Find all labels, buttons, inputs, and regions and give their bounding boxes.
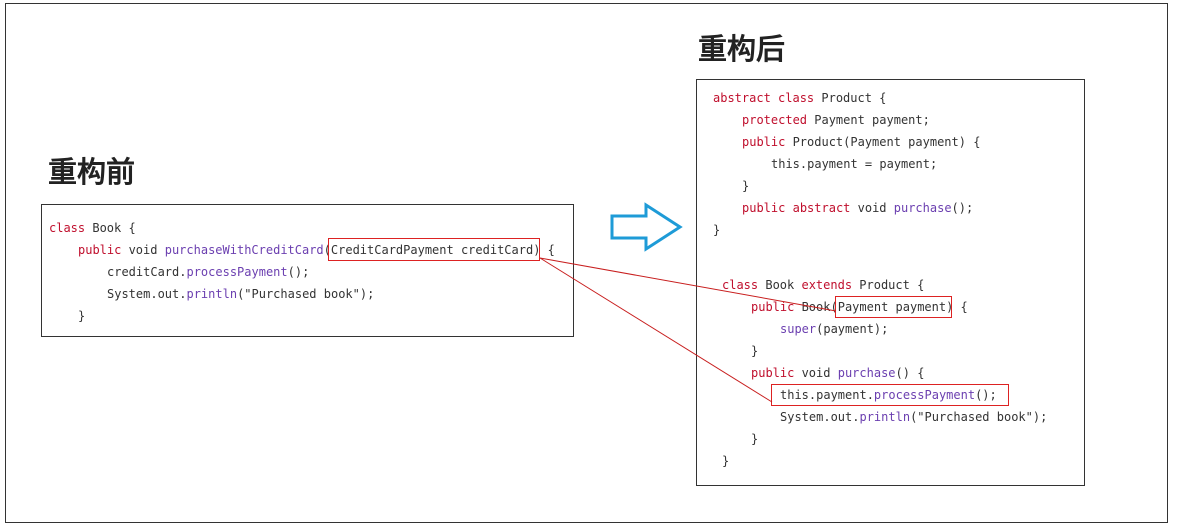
code-line: System.out.println("Purchased book"); bbox=[107, 283, 374, 305]
code-text: System.out. bbox=[780, 410, 860, 424]
before-title: 重构前 bbox=[48, 155, 136, 189]
code-text: creditCard. bbox=[107, 265, 187, 279]
code-line: class Book { bbox=[49, 217, 136, 239]
code-line: this.payment.processPayment(); bbox=[780, 384, 997, 406]
code-text: } bbox=[713, 223, 721, 237]
code-function: processPayment bbox=[186, 265, 288, 279]
code-keyword: protected bbox=[742, 113, 808, 127]
code-keyword: extends bbox=[801, 278, 853, 292]
code-text: ) { bbox=[946, 300, 968, 314]
code-text: } bbox=[751, 344, 759, 358]
code-text: (); bbox=[975, 388, 997, 402]
code-keyword: public bbox=[78, 243, 122, 257]
code-text: (); bbox=[951, 201, 974, 215]
after-code-box bbox=[696, 79, 1085, 486]
highlight-payment-param bbox=[835, 296, 952, 318]
highlight-credit-card-param bbox=[328, 238, 540, 261]
code-line: super(payment); bbox=[780, 318, 888, 340]
code-function: purchase bbox=[837, 366, 896, 380]
code-function: super bbox=[780, 322, 817, 336]
code-text: ("Purchased book"); bbox=[237, 287, 375, 301]
code-keyword: class bbox=[722, 278, 759, 292]
code-text: Book { bbox=[85, 221, 136, 235]
code-keyword: public bbox=[742, 135, 786, 149]
code-keyword: class bbox=[778, 91, 815, 105]
code-line: System.out.println("Purchased book"); bbox=[780, 406, 1047, 428]
code-text: Book bbox=[758, 278, 802, 292]
code-line: class Book extends Product { bbox=[722, 274, 924, 296]
code-line: } bbox=[713, 219, 720, 241]
code-text: Product(Payment payment) { bbox=[785, 135, 981, 149]
after-title: 重构后 bbox=[698, 32, 786, 66]
code-text: } bbox=[742, 179, 750, 193]
code-line: } bbox=[751, 428, 758, 450]
code-text: ( bbox=[323, 243, 331, 257]
code-param: Payment payment bbox=[837, 300, 947, 314]
code-text: void bbox=[850, 201, 894, 215]
code-text: } bbox=[78, 309, 86, 323]
code-text: (); bbox=[287, 265, 310, 279]
code-param: CreditCardPayment creditCard bbox=[330, 243, 534, 257]
code-keyword: class bbox=[49, 221, 86, 235]
code-text: System.out. bbox=[107, 287, 187, 301]
code-keyword: public bbox=[742, 201, 786, 215]
code-line: public abstract void purchase(); bbox=[742, 197, 973, 219]
code-line: } bbox=[751, 340, 758, 362]
code-keyword: abstract bbox=[713, 91, 771, 105]
code-line: this.payment = payment; bbox=[771, 153, 937, 175]
code-function: purchaseWithCreditCard bbox=[164, 243, 324, 257]
code-text: void bbox=[794, 366, 838, 380]
code-text: (payment); bbox=[816, 322, 889, 336]
code-line: abstract class Product { bbox=[713, 87, 886, 109]
code-line: public Product(Payment payment) { bbox=[742, 131, 980, 153]
code-line: protected Payment payment; bbox=[742, 109, 930, 131]
code-text: Product { bbox=[852, 278, 925, 292]
before-code-box bbox=[41, 204, 574, 337]
diagram-frame bbox=[5, 3, 1168, 523]
code-line: } bbox=[742, 175, 749, 197]
connector-to-payment-param bbox=[539, 257, 837, 312]
code-text: Book( bbox=[794, 300, 838, 314]
code-line: creditCard.processPayment(); bbox=[107, 261, 309, 283]
code-keyword: public bbox=[751, 366, 795, 380]
code-text: () { bbox=[895, 366, 925, 380]
code-function: purchase bbox=[893, 201, 952, 215]
code-text: } bbox=[722, 454, 730, 468]
code-text: ) { bbox=[533, 243, 555, 257]
code-function: println bbox=[859, 410, 911, 424]
code-text: ("Purchased book"); bbox=[910, 410, 1048, 424]
code-line: } bbox=[722, 450, 729, 472]
code-keyword: abstract bbox=[792, 201, 851, 215]
code-line: public void purchaseWithCreditCard(Credi… bbox=[78, 239, 555, 261]
code-text: } bbox=[751, 432, 759, 446]
code-line: } bbox=[78, 305, 85, 327]
code-line: public Book(Payment payment) { bbox=[751, 296, 968, 318]
code-line: public void purchase() { bbox=[751, 362, 924, 384]
code-text: this.payment = payment; bbox=[771, 157, 938, 171]
code-text: void bbox=[121, 243, 165, 257]
code-function: processPayment bbox=[873, 388, 976, 402]
code-text: Product { bbox=[814, 91, 887, 105]
highlight-process-payment bbox=[771, 384, 1009, 406]
code-text: Payment payment; bbox=[807, 113, 930, 127]
right-arrow-outline-icon bbox=[610, 202, 683, 252]
code-keyword: public bbox=[751, 300, 795, 314]
code-function: println bbox=[186, 287, 238, 301]
connector-to-process-payment bbox=[539, 257, 773, 403]
code-text: this.payment. bbox=[780, 388, 874, 402]
